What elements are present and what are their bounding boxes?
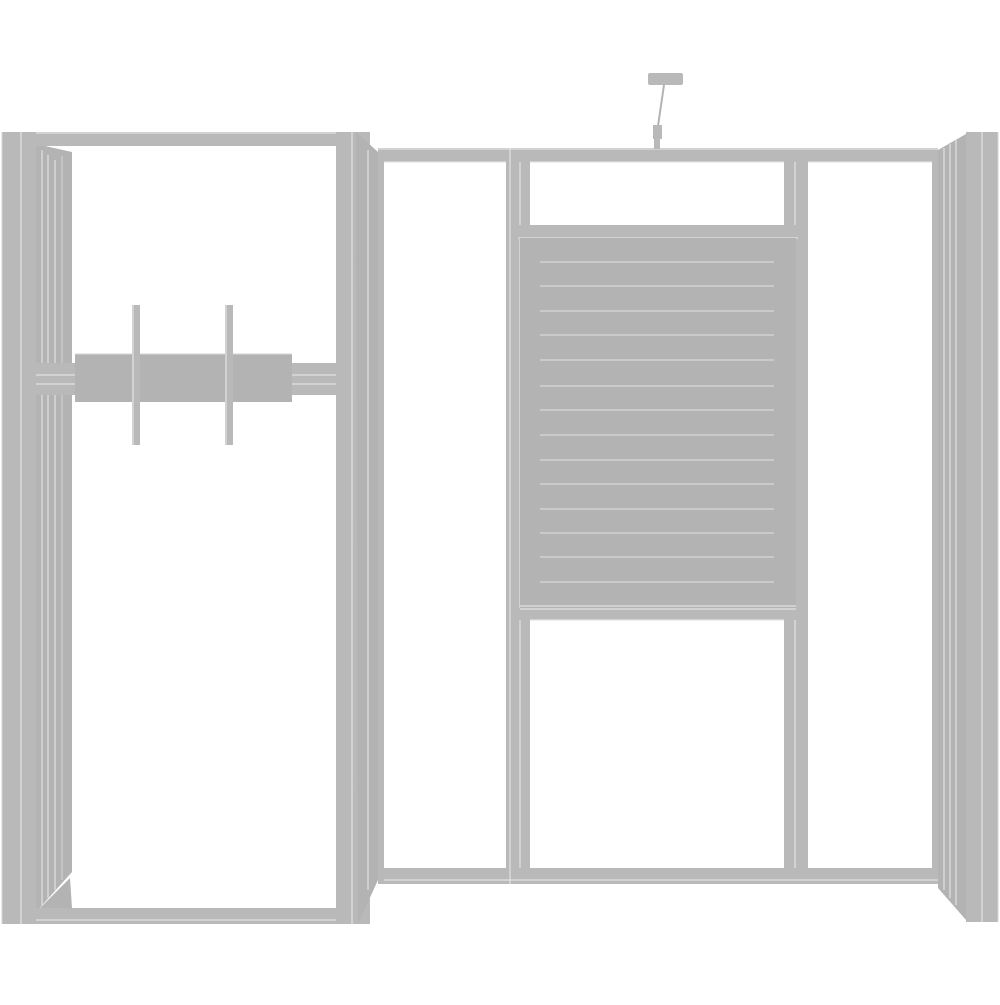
right-inner-panel [798, 148, 938, 884]
left-tower-frame [1, 132, 378, 924]
center-top-header-panel [518, 148, 798, 239]
center-column [518, 148, 798, 884]
right-side-return-frame [938, 132, 999, 922]
left-inner-panel [378, 148, 518, 884]
center-slatwall-panel [520, 238, 796, 608]
arm-light [648, 73, 683, 149]
center-lower-panel [518, 608, 798, 884]
monitor-mount-crossbar [36, 305, 336, 445]
